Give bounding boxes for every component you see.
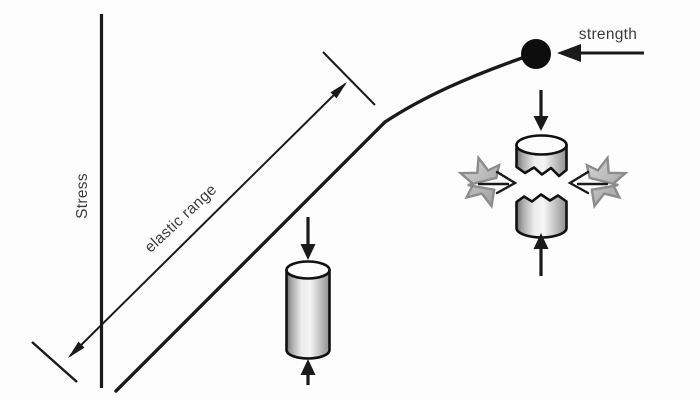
intact-specimen [285, 217, 331, 385]
cylinder-top-face [285, 260, 331, 280]
dimension-arrowhead-bottom-icon [68, 341, 85, 358]
crack-chevron-left-icon [495, 170, 518, 195]
stress-strain-curve [114, 56, 524, 393]
strength-label: strength [579, 26, 637, 43]
stress-axis-label: Stress [74, 173, 91, 219]
load-arrow-down-head-icon [300, 244, 316, 260]
dimension-line [69, 83, 346, 357]
burst-star-left-icon [457, 154, 501, 210]
crack-chevron-right-icon [567, 170, 590, 195]
strength-arrowhead-icon [557, 44, 581, 62]
cylinder-body [285, 268, 331, 360]
dimension-arrowhead-top-icon [330, 82, 347, 99]
strength-point-marker [521, 39, 551, 69]
elastic-range-dimension-arrow [31, 51, 376, 383]
lower-fragment [515, 193, 568, 239]
strength-pointer-arrow [557, 44, 644, 62]
dimension-end-tick-bottom [31, 341, 78, 383]
fractured-cylinder-top-face [515, 134, 568, 156]
fracture-load-arrow-down-head-icon [533, 116, 549, 131]
burst-star-right-icon [585, 154, 629, 210]
fracture-load-arrow-up-head-icon [533, 233, 549, 249]
dimension-end-tick-top [322, 51, 376, 106]
fractured-specimen [457, 90, 629, 276]
load-arrow-up-head-icon [300, 359, 316, 375]
